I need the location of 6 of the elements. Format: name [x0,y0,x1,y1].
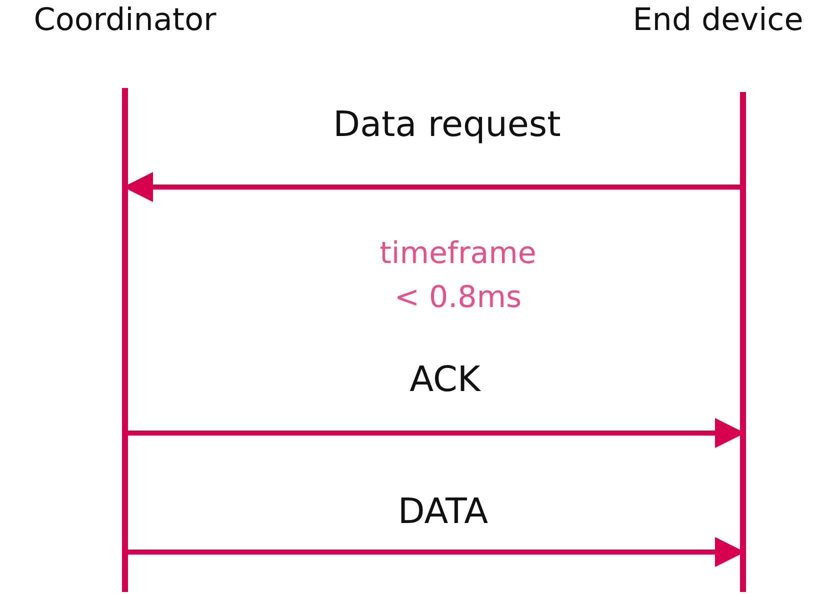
edge-label: DATA [398,492,488,532]
edge-label: ACK [410,360,480,400]
timing-note: timeframe < 0.8ms [378,235,538,317]
participant-name: End device [632,2,804,38]
edge-label: Data request [333,105,561,145]
participant-name: Coordinator [32,2,218,38]
